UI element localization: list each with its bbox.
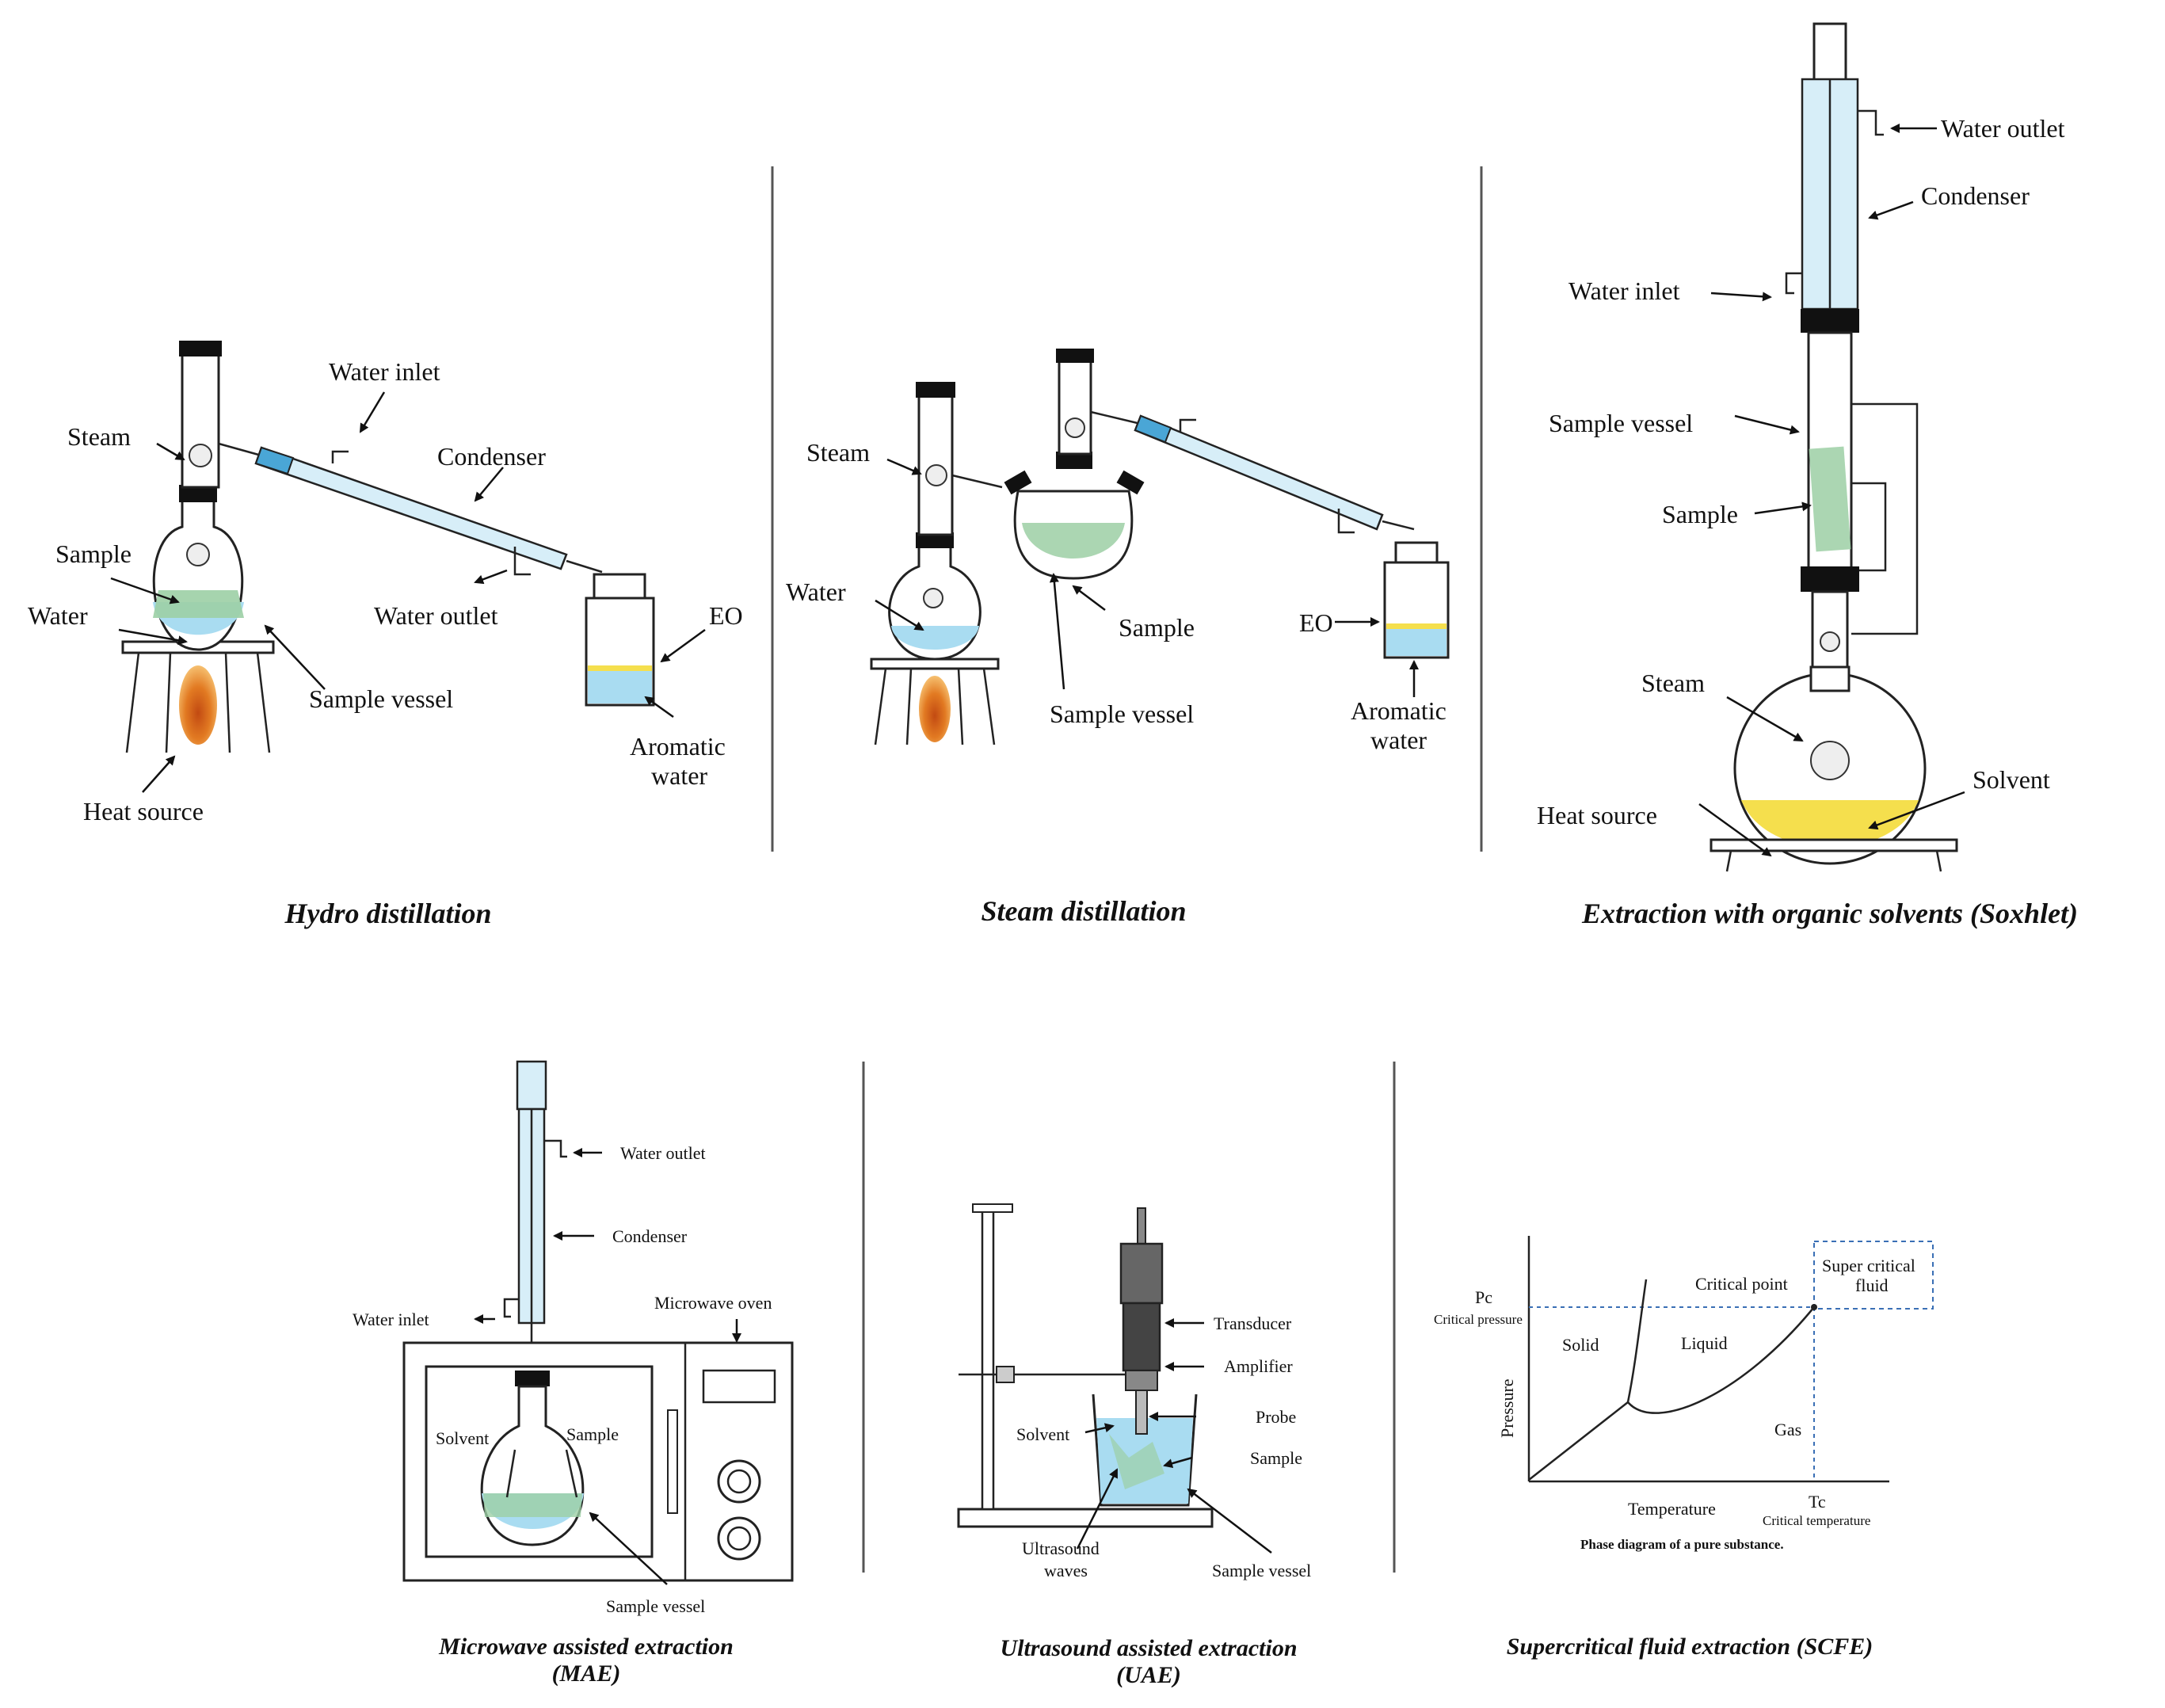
vaporization-curve <box>1627 1306 1815 1414</box>
mae-label-sample: Sample <box>566 1424 619 1444</box>
steam-flame <box>919 676 951 742</box>
hydro-label-aromatic: Aromatic <box>630 732 726 761</box>
soxhlet-panel: Water outlet Condenser Water inlet Sampl… <box>1537 22 2078 929</box>
steam-collection-bottle <box>1383 541 1450 659</box>
steam-panel: Steam Water Sample EO Sample vessel Arom… <box>786 349 1450 927</box>
steam-label-steam: Steam <box>806 438 870 467</box>
steam-label-water: Water <box>786 578 846 606</box>
hydro-label-sample: Sample <box>55 539 132 568</box>
mae-label-water-inlet: Water inlet <box>353 1310 429 1329</box>
hydro-caption: Hydro distillation <box>284 898 491 929</box>
soxhlet-label-heat-source: Heat source <box>1537 801 1657 829</box>
soxhlet-label-condenser: Condenser <box>1921 181 2030 210</box>
steam-label-water2: water <box>1370 726 1427 754</box>
scfe-label-critical-pressure: Critical pressure <box>1434 1312 1523 1327</box>
scfe-label-super-critical: Super critical <box>1822 1256 1915 1275</box>
phase-diagram <box>1527 1236 1934 1483</box>
microwave-oven <box>402 1341 794 1582</box>
soxhlet-label-sample: Sample <box>1662 500 1738 528</box>
soxhlet-condenser <box>1785 22 1884 333</box>
mae-label-condenser: Condenser <box>612 1226 688 1246</box>
steam-label-aromatic: Aromatic <box>1351 696 1447 725</box>
mae-label-microwave-oven: Microwave oven <box>654 1293 772 1313</box>
uae-transducer <box>1119 1207 1164 1435</box>
hydro-label-eo: EO <box>709 601 743 630</box>
mae-label-water-outlet: Water outlet <box>620 1143 706 1163</box>
hydro-label-steam: Steam <box>67 422 131 451</box>
hydro-label-water: Water <box>28 601 88 630</box>
uae-caption-line1: Ultrasound assisted extraction <box>1000 1635 1297 1661</box>
uae-ring-stand <box>957 1203 1214 1528</box>
soxhlet-label-water-outlet: Water outlet <box>1941 114 2065 143</box>
uae-label-ultrasound: Ultrasound <box>1022 1538 1100 1558</box>
soxhlet-label-water-inlet: Water inlet <box>1568 276 1680 305</box>
soxhlet-label-steam: Steam <box>1641 669 1705 697</box>
steam-sample-flask <box>1004 349 1145 580</box>
supercritical-region-box <box>1813 1241 1934 1310</box>
scfe-label-fluid: fluid <box>1855 1275 1889 1295</box>
scfe-phase-caption: Phase diagram of a pure substance. <box>1580 1537 1784 1552</box>
scfe-label-pressure: Pressure <box>1497 1378 1517 1438</box>
scfe-label-gas: Gas <box>1774 1420 1801 1439</box>
hydro-collection-bottle <box>585 573 655 707</box>
uae-label-waves: waves <box>1044 1561 1088 1580</box>
soxhlet-caption: Extraction with organic solvents (Soxhle… <box>1581 898 2078 929</box>
steam-condenser <box>1090 410 1415 534</box>
soxhlet-label-sample-vessel: Sample vessel <box>1549 409 1693 437</box>
hydro-label-water2: water <box>651 761 707 790</box>
uae-label-transducer: Transducer <box>1214 1313 1292 1333</box>
scfe-label-temperature: Temperature <box>1628 1499 1716 1519</box>
scfe-label-tc: Tc <box>1809 1492 1826 1512</box>
mae-condenser <box>503 1060 567 1347</box>
scfe-label-pc: Pc <box>1475 1287 1492 1307</box>
scfe-label-solid: Solid <box>1562 1335 1599 1355</box>
steam-caption: Steam distillation <box>981 895 1186 927</box>
scfe-caption: Supercritical fluid extraction (SCFE) <box>1507 1634 1873 1660</box>
uae-beaker <box>1092 1393 1198 1507</box>
hydro-head <box>179 341 222 489</box>
uae-panel: Transducer Amplifier Probe Solvent Sampl… <box>957 1203 1311 1688</box>
uae-label-sample-vessel: Sample vessel <box>1212 1561 1311 1580</box>
uae-label-solvent: Solvent <box>1016 1424 1069 1444</box>
scfe-label-critical-temperature: Critical temperature <box>1763 1513 1870 1528</box>
hydro-label-sample-vessel: Sample vessel <box>309 684 453 713</box>
hydro-panel: Steam Water inlet Condenser Sample Water… <box>28 341 743 929</box>
soxhlet-flask <box>1733 665 1927 865</box>
mae-label-solvent: Solvent <box>436 1428 489 1448</box>
soxhlet-extractor <box>1801 331 1919 692</box>
uae-label-amplifier: Amplifier <box>1224 1356 1293 1376</box>
mae-label-sample-vessel: Sample vessel <box>606 1596 705 1616</box>
steam-label-eo: EO <box>1299 608 1333 637</box>
uae-caption-line2: (UAE) <box>1116 1662 1181 1688</box>
hydro-flame <box>179 665 217 745</box>
steam-label-sample-vessel: Sample vessel <box>1050 700 1194 728</box>
mae-caption-line2: (MAE) <box>552 1660 621 1687</box>
hydro-label-condenser: Condenser <box>437 442 546 471</box>
soxhlet-label-solvent: Solvent <box>1973 765 2050 794</box>
hydro-flask <box>152 485 244 651</box>
melting-curve <box>1626 1279 1648 1403</box>
uae-label-probe: Probe <box>1256 1407 1296 1427</box>
hydro-condenser <box>218 442 603 576</box>
scfe-panel: Pc Critical pressure Critical point Supe… <box>1434 1236 1934 1660</box>
uae-label-sample: Sample <box>1250 1448 1302 1468</box>
scfe-label-critical-point: Critical point <box>1695 1274 1788 1294</box>
soxhlet-stand <box>1710 838 1958 872</box>
steam-generator-flask <box>888 382 1003 661</box>
critical-point-marker <box>1811 1304 1817 1310</box>
mae-flask <box>480 1371 585 1546</box>
mae-caption-line1: Microwave assisted extraction <box>438 1634 734 1660</box>
mae-panel: Water outlet Condenser Water inlet Micro… <box>353 1060 794 1687</box>
steam-label-sample: Sample <box>1119 613 1195 642</box>
sublimation-curve <box>1528 1401 1629 1481</box>
scfe-label-liquid: Liquid <box>1681 1333 1728 1353</box>
hydro-label-heat-source: Heat source <box>83 797 204 825</box>
hydro-label-water-outlet: Water outlet <box>374 601 498 630</box>
hydro-label-water-inlet: Water inlet <box>329 357 440 386</box>
